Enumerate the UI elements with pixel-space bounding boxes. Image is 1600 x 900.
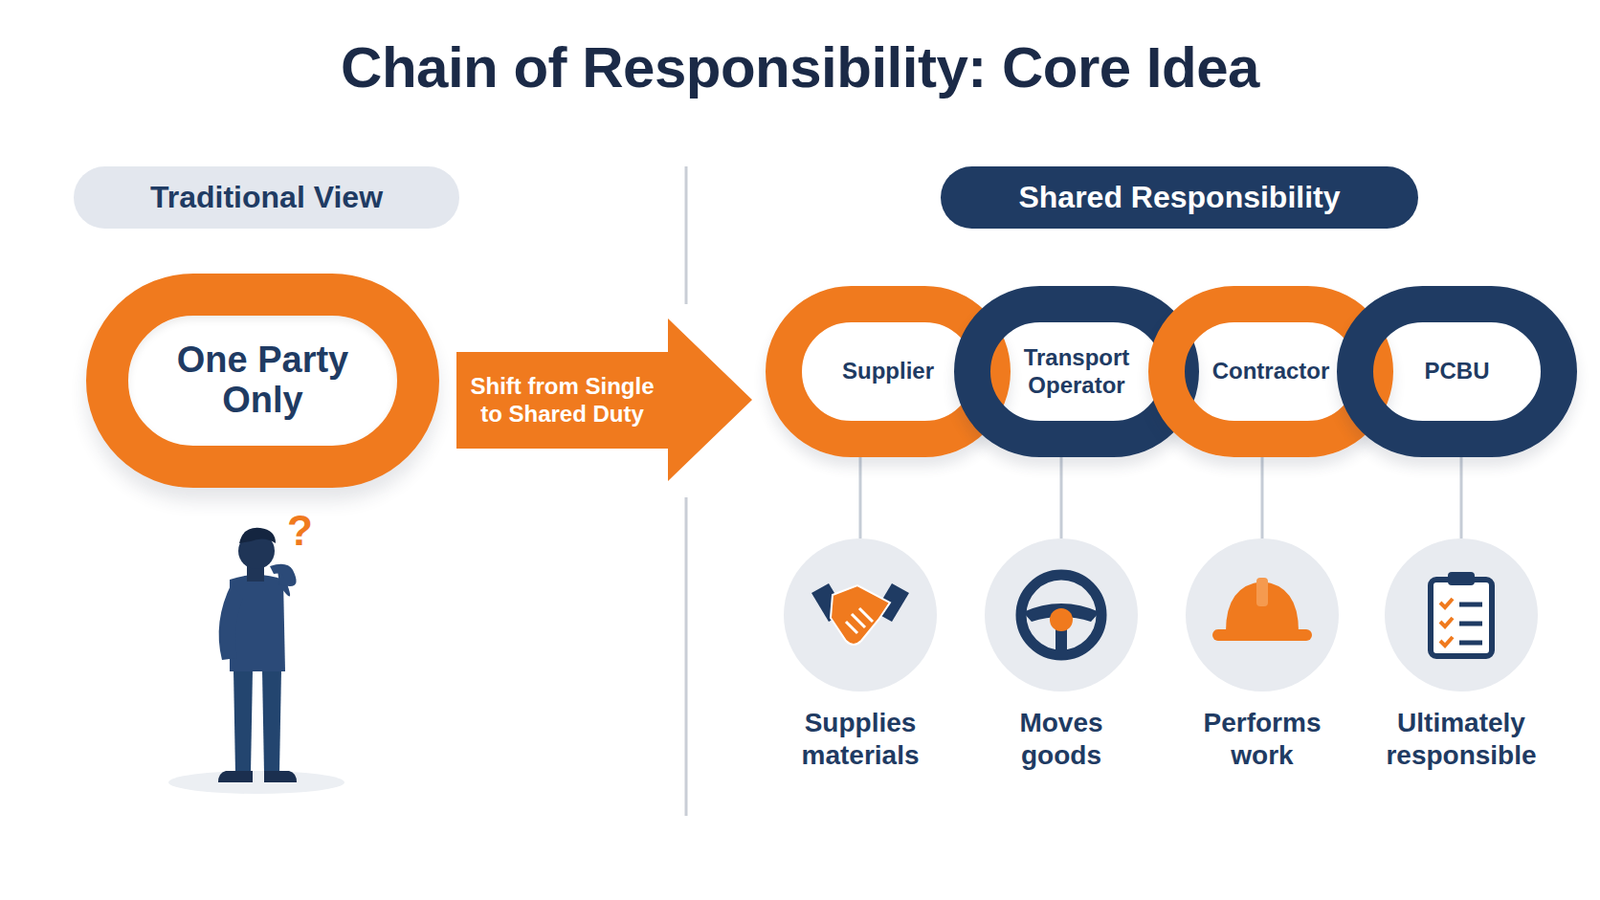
node-text: Traditional View	[150, 179, 383, 216]
role-circle: Moves goods	[984, 538, 1138, 692]
thinking-person	[168, 528, 345, 795]
node-text: Performs work	[1180, 707, 1344, 772]
shift-arrow: Shift from Single to Shared Duty	[456, 318, 753, 482]
leader-line	[1060, 457, 1064, 539]
node-text: PCBU	[1376, 357, 1539, 386]
question-mark: ?	[287, 507, 313, 556]
arrow-shape	[456, 318, 753, 482]
node-text: Shift from Single to Shared Duty	[456, 352, 668, 449]
node-text: One Party Only	[157, 340, 369, 422]
divider-line	[685, 166, 689, 305]
single-link: One Party Only	[86, 273, 440, 489]
role-circle: Performs work	[1185, 538, 1339, 692]
role-circle: Supplies materials	[783, 538, 937, 692]
node-text: Shared Responsibility	[1018, 179, 1340, 216]
leader-line	[1261, 457, 1265, 539]
diagram-title: Chain of Responsibility: Core Idea	[0, 34, 1600, 101]
view-pill: Traditional View	[73, 166, 460, 229]
node-text: Contractor	[1189, 357, 1353, 386]
node-text: Supplies materials	[778, 707, 942, 772]
divider-line	[685, 497, 689, 817]
view-pill: Shared Responsibility	[940, 166, 1419, 229]
chain-link: PCBU	[1336, 286, 1578, 458]
leader-line	[859, 457, 863, 539]
node-text: Ultimately responsible	[1379, 707, 1543, 772]
node-text: Supplier	[806, 357, 970, 386]
role-circle: Ultimately responsible	[1384, 538, 1538, 692]
arrow-fill	[456, 318, 753, 482]
node-text: Moves goods	[979, 707, 1143, 772]
node-text: Transport Operator	[995, 344, 1158, 400]
leader-line	[1460, 457, 1464, 539]
